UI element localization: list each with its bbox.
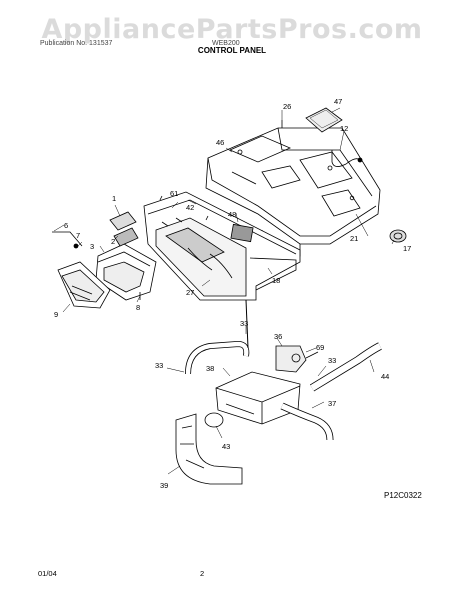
label-part: 46 xyxy=(216,138,224,147)
label-part: 61 xyxy=(170,189,178,198)
label-part: 39 xyxy=(160,481,168,490)
label-part: 69 xyxy=(316,343,324,352)
label-part: 27 xyxy=(186,288,194,297)
part-12-wire xyxy=(331,150,361,167)
label-part: 6 xyxy=(64,221,68,230)
part-6-arm xyxy=(52,231,83,247)
leader-lines xyxy=(53,107,395,475)
label-part: 44 xyxy=(381,372,389,381)
diagram-code: P12C0322 xyxy=(384,491,422,500)
part-9-drawer xyxy=(57,261,111,309)
part-17-plug xyxy=(389,229,407,243)
part-1-bracket xyxy=(109,211,139,247)
label-part: 33 xyxy=(240,319,248,328)
label-part: 3 xyxy=(90,242,94,251)
label-part: 33 xyxy=(155,361,163,370)
label-part: 38 xyxy=(206,364,214,373)
label-part: 21 xyxy=(350,234,358,243)
watermark: AppliancePartsPros.com xyxy=(41,14,423,45)
part-37-hose xyxy=(280,402,334,441)
label-part: 9 xyxy=(54,310,58,319)
part-39-hose xyxy=(175,413,243,485)
label-part: 47 xyxy=(334,97,342,106)
label-part: 48 xyxy=(228,210,236,219)
part-36-valve xyxy=(275,345,319,373)
publication-number: Publication No. 131537 xyxy=(40,40,113,47)
page-number: 2 xyxy=(200,569,205,578)
label-part: 8 xyxy=(136,303,140,312)
label-part: 12 xyxy=(340,124,348,133)
hose-vertical xyxy=(245,299,249,349)
part-labels: 1 2 3 6 7 8 9 12 17 18 21 26 27 33 33 33… xyxy=(54,97,411,490)
label-part: 42 xyxy=(186,203,194,212)
label-part: 33 xyxy=(328,356,336,365)
page-title: CONTROL PANEL xyxy=(197,46,267,55)
part-47-pad xyxy=(305,107,343,133)
label-part: 37 xyxy=(328,399,336,408)
control-panel-front xyxy=(143,191,301,301)
label-part: 26 xyxy=(283,102,291,111)
part-38-tub xyxy=(215,371,301,425)
part-42-screw xyxy=(159,195,209,221)
label-part: 36 xyxy=(274,332,282,341)
label-part: 7 xyxy=(76,231,80,240)
hose-left xyxy=(185,340,250,375)
label-part: 1 xyxy=(112,194,116,203)
footer-date: 01/04 xyxy=(38,569,57,578)
label-part: 18 xyxy=(272,276,280,285)
label-part: 17 xyxy=(403,244,411,253)
part-43-seal xyxy=(204,412,224,428)
label-part: 2 xyxy=(111,237,115,246)
label-part: 43 xyxy=(222,442,230,451)
model-number: WEB200 xyxy=(212,40,240,47)
